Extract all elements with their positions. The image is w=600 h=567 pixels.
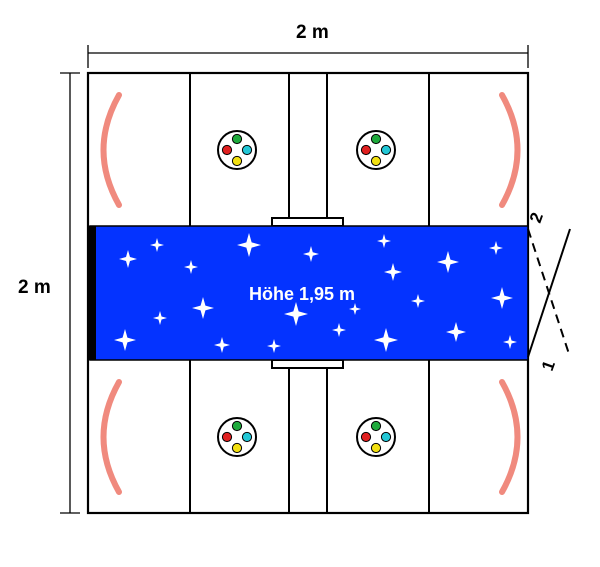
star-icon xyxy=(184,260,198,274)
rgb-light-icon xyxy=(356,417,396,457)
star-icon xyxy=(374,328,398,352)
star-icon xyxy=(153,311,167,325)
star-icon xyxy=(349,303,361,315)
star-icon xyxy=(332,323,346,337)
arc-decoration-icon xyxy=(499,92,521,208)
star-icon xyxy=(284,302,308,326)
width-dimension: 2 m xyxy=(87,22,529,68)
star-icon xyxy=(491,287,513,309)
star-icon xyxy=(446,322,466,342)
door-line-dashed xyxy=(527,228,571,358)
center-panel: Höhe 1,95 m xyxy=(88,225,529,361)
star-icon xyxy=(192,297,214,319)
star-icon xyxy=(503,335,517,349)
door-swing: 2 1 xyxy=(526,210,571,373)
height-dimension: 2 m xyxy=(18,72,80,514)
width-label: 2 m xyxy=(296,22,329,43)
rgb-light-icon xyxy=(217,130,257,170)
star-icon xyxy=(114,329,136,351)
star-icon xyxy=(214,337,230,353)
star-icon xyxy=(303,246,319,262)
height-label: 2 m xyxy=(18,277,51,298)
rgb-light-icon xyxy=(356,130,396,170)
panel-left-edge xyxy=(88,226,96,360)
light-fixtures xyxy=(217,130,396,457)
star-icon xyxy=(119,250,137,268)
top-panels xyxy=(189,73,430,227)
arc-decoration-icon xyxy=(100,379,122,495)
door-label-1: 1 xyxy=(538,358,559,373)
star-icon xyxy=(437,251,459,273)
star-icon xyxy=(150,238,164,252)
height-info-label: Höhe 1,95 m xyxy=(249,284,355,304)
arc-decoration-icon xyxy=(499,379,521,495)
stars xyxy=(114,233,517,353)
star-icon xyxy=(384,263,402,281)
arc-decoration-icon xyxy=(100,92,122,208)
star-icon xyxy=(237,233,261,257)
arc-decorations xyxy=(100,92,521,495)
bottom-panels xyxy=(189,359,430,513)
star-icon xyxy=(377,234,391,248)
rgb-light-icon xyxy=(217,417,257,457)
star-icon xyxy=(267,339,281,353)
star-icon xyxy=(411,294,425,308)
star-icon xyxy=(489,241,503,255)
